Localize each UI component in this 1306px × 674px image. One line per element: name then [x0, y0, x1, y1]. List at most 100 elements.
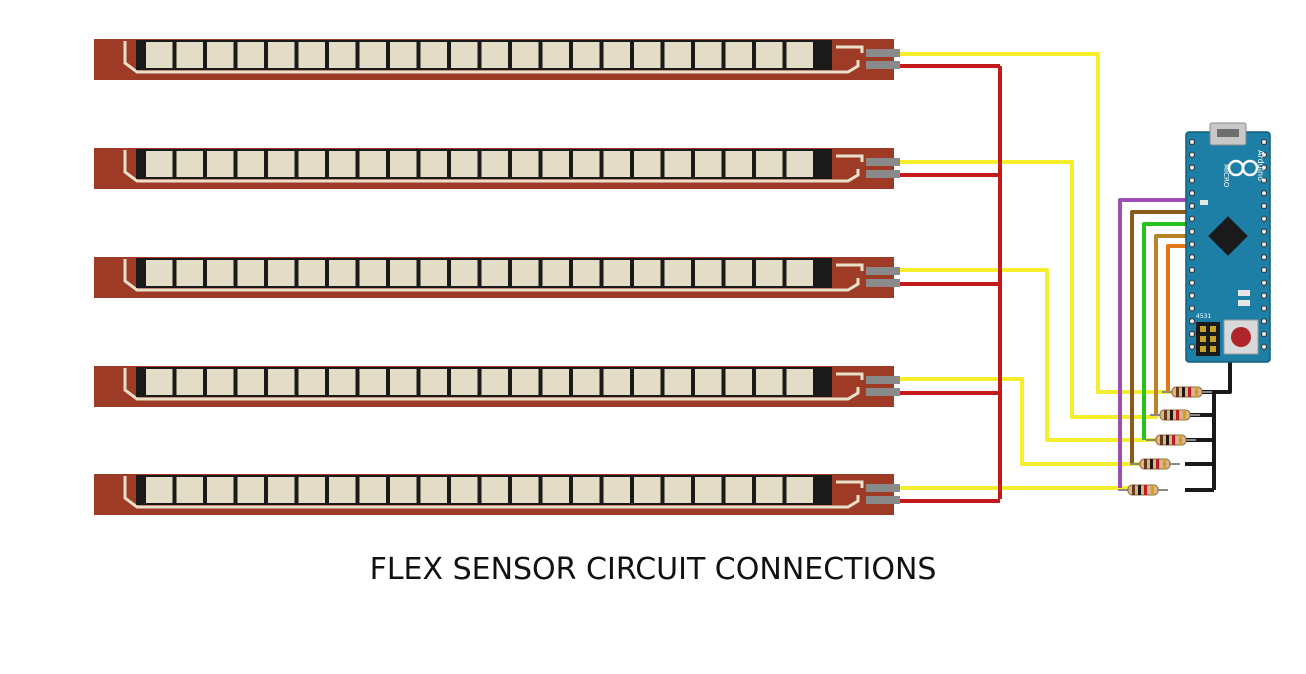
- sensor-segment: [237, 369, 264, 395]
- header-pin-left: [1188, 292, 1196, 299]
- header-pin-right: [1260, 228, 1268, 235]
- sensor-segment: [725, 151, 752, 177]
- header-pin-left: [1188, 190, 1196, 197]
- board-model-label: MICRO: [1222, 164, 1230, 188]
- sensor-segment: [298, 477, 325, 503]
- sensor-segment: [634, 260, 661, 286]
- sensor-segment: [725, 42, 752, 68]
- sensor-segment: [756, 477, 783, 503]
- sensor-segment: [298, 42, 325, 68]
- resistor-band: [1182, 387, 1185, 397]
- sensor-segment: [298, 369, 325, 395]
- sensor-segment: [634, 369, 661, 395]
- sensors-layer: [94, 39, 900, 515]
- yellow-wire-2: [900, 160, 1158, 419]
- sensor-segment: [207, 151, 234, 177]
- sensor-segment: [420, 477, 447, 503]
- sensor-segment: [451, 477, 478, 503]
- sensor-segment: [512, 369, 539, 395]
- header-pin-right: [1260, 330, 1268, 338]
- sensor-segment: [329, 260, 356, 286]
- diagram-caption: FLEX SENSOR CIRCUIT CONNECTIONS: [369, 552, 937, 587]
- sensor-segment: [237, 42, 264, 68]
- sensor-segment: [481, 260, 508, 286]
- sensor-segment: [146, 369, 173, 395]
- sensor-segment: [786, 151, 813, 177]
- resistor-body: [1159, 409, 1191, 421]
- resistor-band: [1188, 387, 1191, 397]
- icsp-header: [1196, 322, 1220, 356]
- sensor-segment: [359, 260, 386, 286]
- resistor-band: [1150, 459, 1153, 469]
- sensor-segment: [542, 42, 569, 68]
- sensor-segment: [634, 151, 661, 177]
- resistor-2: [1150, 409, 1200, 421]
- sensor-segment: [664, 477, 691, 503]
- sensor-segment: [603, 42, 630, 68]
- sensor-segment: [268, 369, 295, 395]
- sensor-segment: [512, 260, 539, 286]
- sensor-segment: [695, 260, 722, 286]
- icsp-pin: [1210, 326, 1216, 332]
- header-pin-left: [1188, 177, 1196, 184]
- sensor-segment: [420, 369, 447, 395]
- sensor-segment: [725, 369, 752, 395]
- sensor-segment: [329, 369, 356, 395]
- resistor-band: [1156, 459, 1159, 469]
- resistor-body: [1171, 386, 1203, 398]
- smd-component: [1238, 290, 1250, 296]
- sensor-segment: [451, 151, 478, 177]
- sensor-segment: [237, 151, 264, 177]
- sensor-segment: [298, 260, 325, 286]
- sensor-segment: [207, 369, 234, 395]
- sensor-segment: [664, 260, 691, 286]
- sensor-segment: [481, 477, 508, 503]
- sensor-segment: [176, 151, 203, 177]
- resistor-band: [1163, 459, 1166, 469]
- sensor-segment: [725, 260, 752, 286]
- header-pin-right: [1260, 266, 1268, 274]
- sensor-segment: [176, 260, 203, 286]
- sensor-trace: [123, 259, 860, 292]
- logo-loop-right: [1241, 159, 1259, 177]
- resistor-band: [1183, 410, 1186, 420]
- resistor-4: [1130, 458, 1180, 470]
- sensor-pin-1: [866, 49, 900, 57]
- sensor-segment: [481, 42, 508, 68]
- sensor-segment: [756, 42, 783, 68]
- sensor-segment: [176, 369, 203, 395]
- flex-sensor-2: [94, 148, 900, 189]
- sensor-segment: [512, 42, 539, 68]
- sensor-trace: [123, 476, 860, 509]
- sensor-segment: [146, 477, 173, 503]
- header-pin-left: [1188, 164, 1196, 171]
- sensor-segment: [786, 260, 813, 286]
- sensor-segment: [634, 42, 661, 68]
- sensor-segment: [176, 42, 203, 68]
- smd-component: [1200, 200, 1208, 205]
- sensor-segment: [451, 369, 478, 395]
- sensor-segment: [481, 151, 508, 177]
- sensor-pin-1: [866, 267, 900, 275]
- sensor-trace-top: [836, 372, 864, 380]
- header-pin-left: [1188, 343, 1196, 350]
- resistor-band: [1176, 410, 1179, 420]
- sensor-segment: [420, 151, 447, 177]
- sensor-segment: [146, 151, 173, 177]
- sensor-segment: [390, 260, 417, 286]
- sensor-segment: [573, 151, 600, 177]
- sensor-segment: [664, 42, 691, 68]
- resistor-band: [1138, 485, 1141, 495]
- sensor-trace-top: [836, 263, 864, 271]
- header-pin-right: [1260, 177, 1268, 184]
- sensor-segment: [664, 151, 691, 177]
- header-pin-right: [1260, 254, 1268, 261]
- chip-label: 4531: [1196, 313, 1211, 320]
- sensor-segment: [329, 42, 356, 68]
- header-pin-left: [1188, 151, 1196, 158]
- sensor-segment: [573, 260, 600, 286]
- sensor-segment: [756, 260, 783, 286]
- sensor-segment: [634, 477, 661, 503]
